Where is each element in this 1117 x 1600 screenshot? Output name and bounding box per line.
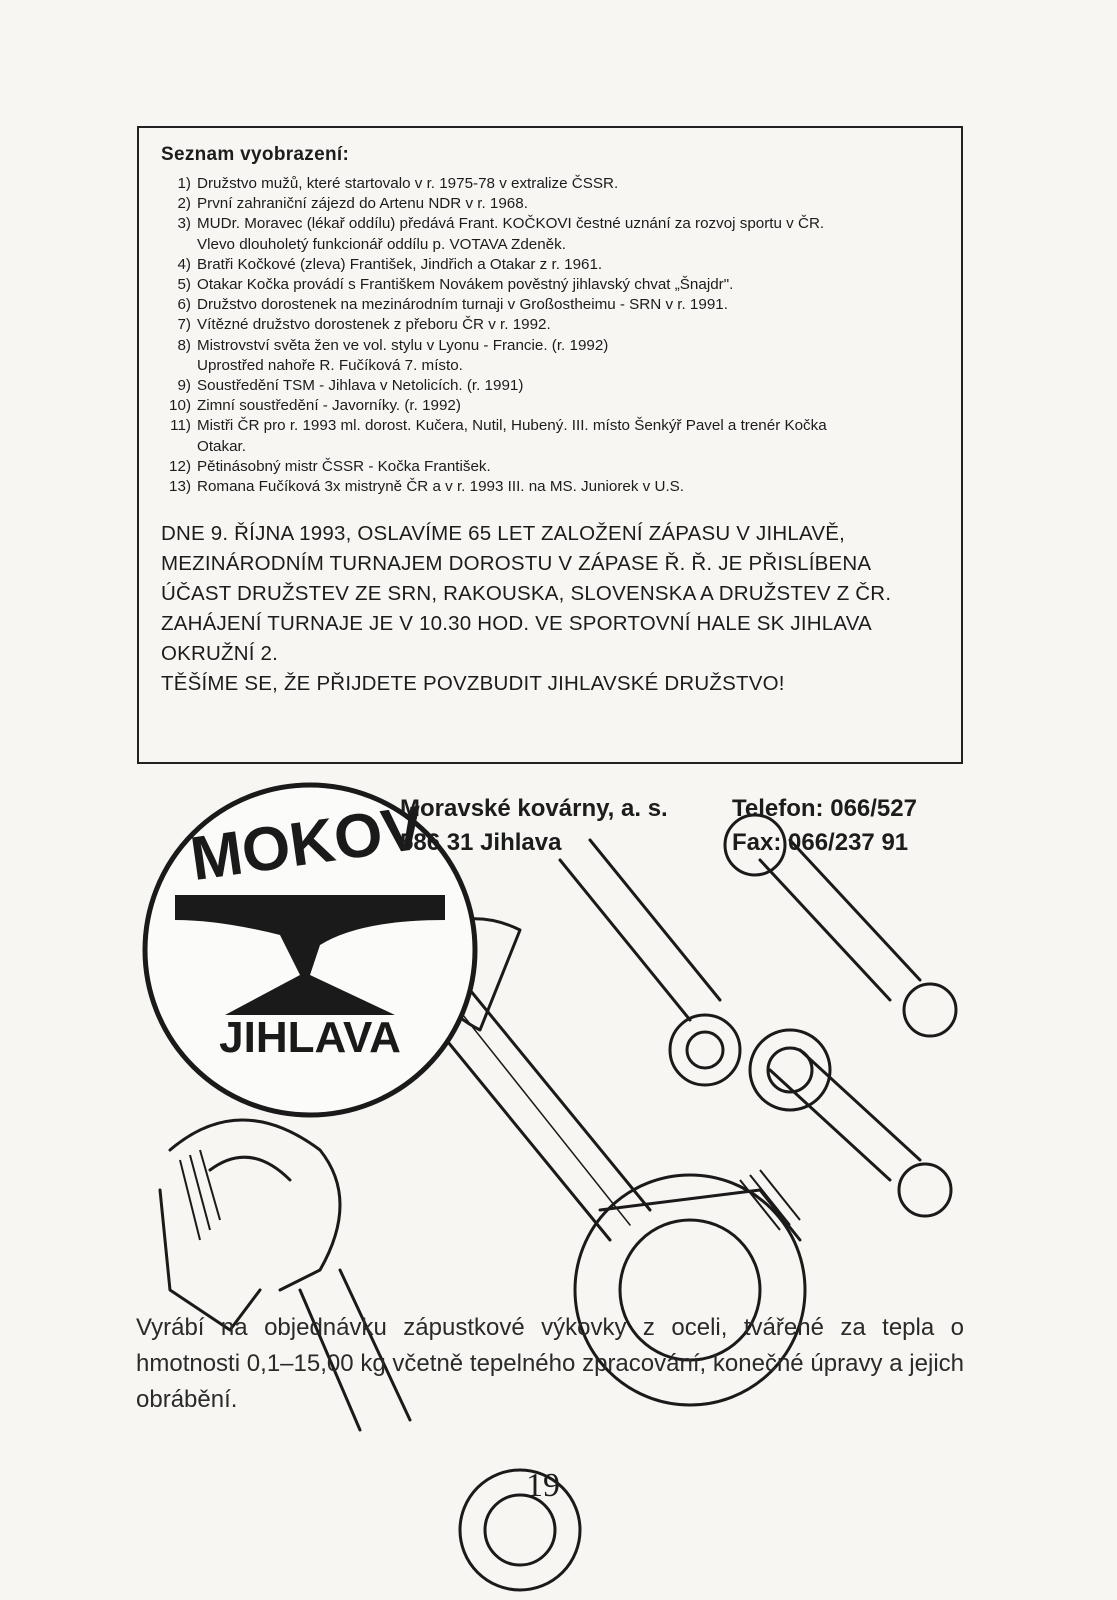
- caption-item-line: Družstvo dorostenek na mezinárodním turn…: [197, 296, 728, 314]
- caption-list-title: Seznam vyobrazení:: [161, 144, 350, 165]
- announcement-line: OKRUŽNÍ 2.: [161, 642, 279, 666]
- mokov-logo-icon: MOKOV JIHLAVA: [142, 782, 478, 1118]
- caption-item-number: 4): [177, 255, 191, 273]
- caption-item: 4) Bratři Kočkové (zleva) František, Jind…: [161, 255, 939, 275]
- announcement-line: MEZINÁRODNÍM TURNAJEM DOROSTU V ZÁPASE Ř…: [161, 552, 872, 576]
- caption-item-line: Mistři ČR pro r. 1993 ml. dorost. Kučera…: [197, 417, 827, 435]
- fax-number: Fax: 066/237 91: [732, 829, 909, 856]
- caption-item-number: 9): [177, 377, 191, 395]
- caption-item: 1) Družstvo mužů, které startovalo v r. 1…: [161, 174, 939, 194]
- caption-item-number: 8): [177, 336, 191, 354]
- advertisement-illustration: MOKOV JIHLAVA: [0, 770, 1117, 1600]
- company-name: Moravské kovárny, a. s.: [400, 795, 668, 822]
- caption-item-line: MUDr. Moravec (lékař oddílu) předává Fra…: [197, 215, 825, 233]
- caption-item: 8) Mistrovství světa žen ve vol. stylu v …: [161, 336, 939, 376]
- caption-item-number: 5): [177, 276, 191, 294]
- caption-item-line: Soustředění TSM - Jihlava v Netolicích. …: [197, 377, 524, 395]
- caption-item-number: 7): [177, 316, 191, 334]
- caption-item-number: 10): [169, 397, 191, 415]
- connecting-rods-drawing: MOKOV JIHLAVA: [142, 782, 958, 1592]
- caption-item: 11) Mistři ČR pro r. 1993 ml. dorost. Kuč…: [161, 416, 939, 456]
- caption-item-number: 2): [177, 195, 191, 213]
- caption-item-line: Bratři Kočkové (zleva) František, Jindři…: [197, 255, 603, 273]
- company-address: 586 31 Jihlava: [400, 829, 562, 856]
- caption-item: 9) Soustředění TSM - Jihlava v Netolicích…: [161, 376, 939, 396]
- product-description: Vyrábí na objednávku zápustkové výkovky …: [136, 1314, 964, 1413]
- caption-list: 1) Družstvo mužů, které startovalo v r. 1…: [161, 174, 939, 497]
- caption-item-number: 3): [177, 215, 191, 233]
- caption-item: 6) Družstvo dorostenek na mezinárodním tu…: [161, 295, 939, 315]
- announcement-line: TĚŠÍME SE, ŽE PŘIJDETE POVZBUDIT JIHLAVS…: [161, 672, 785, 696]
- announcement: DNE 9. ŘÍJNA 1993, OSLAVÍME 65 LET ZALOŽ…: [161, 519, 939, 699]
- caption-item: 12) Pětinásobný mistr ČSSR - Kočka Franti…: [161, 457, 939, 477]
- company-block: Moravské kovárny, a. s. 586 31 Jihlava: [400, 792, 668, 860]
- caption-item: 13) Romana Fučíková 3x mistryně ČR a v r.…: [161, 477, 939, 497]
- caption-item-line: První zahraniční zájezd do Artenu NDR v …: [197, 195, 528, 213]
- caption-item: 3) MUDr. Moravec (lékař oddílu) předává F…: [161, 214, 939, 254]
- caption-item-line: Otakar Kočka provádí s Františkem Nováke…: [197, 276, 734, 294]
- caption-item-line: Pětinásobný mistr ČSSR - Kočka František…: [197, 457, 491, 475]
- caption-item-number: 12): [169, 457, 191, 475]
- caption-item: 7) Vítězné družstvo dorostenek z přeboru …: [161, 315, 939, 335]
- caption-item-line: Uprostřed nahoře R. Fučíková 7. místo.: [197, 356, 463, 374]
- caption-item-line: Vlevo dlouholetý funkcionář oddílu p. VO…: [197, 235, 566, 253]
- caption-item: 2) První zahraniční zájezd do Artenu NDR …: [161, 194, 939, 214]
- caption-item-line: Mistrovství světa žen ve vol. stylu v Ly…: [197, 336, 609, 354]
- phone-number: Telefon: 066/527: [732, 795, 917, 822]
- logo-text-bottom: JIHLAVA: [219, 1013, 401, 1062]
- announcement-line: DNE 9. ŘÍJNA 1993, OSLAVÍME 65 LET ZALOŽ…: [161, 522, 846, 546]
- caption-item-line: Družstvo mužů, které startovalo v r. 197…: [197, 175, 619, 192]
- caption-item-number: 13): [169, 478, 191, 496]
- caption-item-number: 11): [170, 417, 191, 435]
- caption-item-number: 1): [177, 175, 191, 192]
- caption-item-line: Otakar.: [197, 437, 246, 455]
- announcement-line: ZAHÁJENÍ TURNAJE JE V 10.30 HOD. VE SPOR…: [161, 612, 872, 636]
- caption-list-box: Seznam vyobrazení: 1) Družstvo mužů, kter…: [137, 126, 963, 764]
- caption-item-number: 6): [177, 296, 191, 314]
- caption-item: 5) Otakar Kočka provádí s Františkem Nová…: [161, 275, 939, 295]
- caption-item-line: Romana Fučíková 3x mistryně ČR a v r. 19…: [197, 478, 685, 496]
- caption-item-line: Zimní soustředění - Javorníky. (r. 1992): [197, 397, 461, 415]
- contact-block: Telefon: 066/527 Fax: 066/237 91: [732, 792, 917, 860]
- page-number: 19: [526, 1467, 560, 1504]
- caption-item: 10) Zimní soustředění - Javorníky. (r. 19…: [161, 396, 939, 416]
- caption-item-line: Vítězné družstvo dorostenek z přeboru ČR…: [197, 316, 551, 334]
- announcement-line: ÚČAST DRUŽSTEV ZE SRN, RAKOUSKA, SLOVENS…: [161, 582, 892, 606]
